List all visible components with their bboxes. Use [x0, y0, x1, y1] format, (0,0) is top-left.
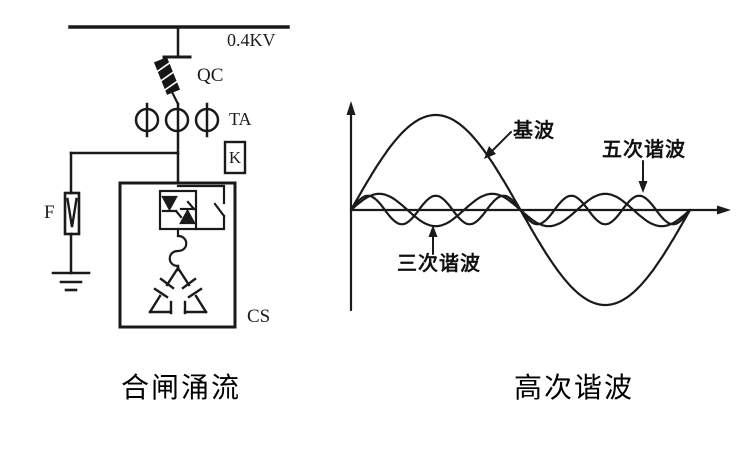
thyristor-module	[158, 189, 198, 231]
ground-symbol	[51, 271, 91, 292]
capacitor-cabinet-box	[118, 181, 237, 329]
busbar-voltage-label: 0.4KV	[227, 30, 276, 50]
current-transformer-ta-symbol	[134, 102, 220, 138]
fifth-harmonic-label: 五次谐波	[602, 137, 686, 161]
wave-curves	[349, 113, 692, 307]
reactor-coil	[168, 227, 188, 268]
capacitor-cabinet-cs-label: CS	[247, 306, 271, 327]
relay-k-box	[223, 140, 247, 175]
arrester-arrow	[66, 197, 78, 228]
annotation-arrows	[428, 131, 648, 255]
y-axis-arrow	[346, 101, 356, 115]
left-caption: 合闸涌流	[121, 371, 242, 404]
inrush-circuit-diagram	[51, 25, 290, 329]
current-transformer-ta-label: TA	[229, 109, 252, 129]
fundamental-wave-label: 基波	[513, 118, 555, 142]
fundamental-arrow-head	[484, 146, 496, 159]
bypass-contact	[176, 184, 226, 231]
delta-capacitor-bank	[148, 264, 208, 315]
arrester-f-label: F	[44, 202, 55, 223]
fundamental-arrow-line	[490, 131, 512, 153]
right-caption: 高次谐波	[514, 371, 635, 404]
x-axis-arrow	[717, 205, 731, 215]
third-harmonic-arrow-head	[428, 225, 438, 237]
relay-k-label: K	[228, 148, 242, 167]
third-harmonic-label: 三次谐波	[397, 251, 481, 275]
arrester-branch	[63, 151, 180, 275]
harmonics-chart	[346, 101, 731, 312]
breaker-qc-label: QC	[197, 65, 224, 86]
fifth-harmonic-arrow-head	[638, 181, 648, 193]
fuse-switch-qc-symbol	[153, 55, 181, 106]
wave-harmonic-5	[349, 194, 692, 226]
